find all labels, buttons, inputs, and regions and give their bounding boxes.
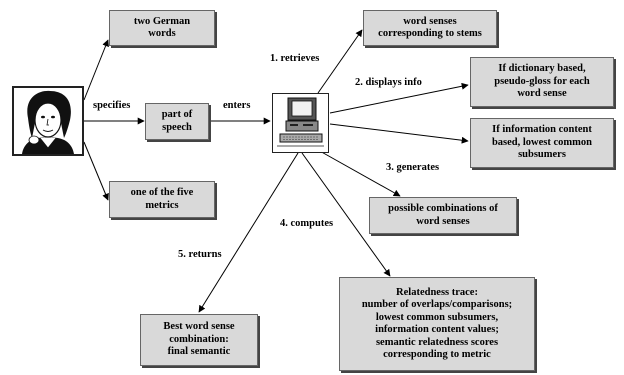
box-information-content-based: If information content based, lowest com…	[470, 118, 614, 168]
box-line: Relatedness trace:	[396, 286, 478, 298]
box-line: words	[148, 28, 176, 39]
arrow-computer-to-info-content	[329, 123, 469, 144]
arrow-computer-to-combinations	[317, 149, 401, 197]
box-line: information content values;	[375, 324, 499, 335]
label-generates: 3. generates	[386, 162, 440, 173]
box-line: possible combinations of	[388, 203, 498, 214]
arrow-computer-to-relatedness	[301, 152, 391, 277]
box-line: combination:	[169, 333, 229, 345]
box-line: semantic relatedness scores	[375, 336, 499, 348]
label-retrieves: 1. retrieves	[270, 53, 320, 64]
arrow-computer-to-best-combination	[198, 152, 299, 313]
label-returns: 5. returns	[178, 249, 222, 260]
box-line: subsumers	[518, 149, 566, 161]
arrow-person-to-five-metrics	[83, 141, 109, 201]
box-part-of-speech: part of speech	[145, 103, 209, 140]
box-line: number of overlaps/comparisons;	[361, 299, 513, 310]
box-line: lowest common subsumers,	[375, 311, 499, 323]
box-five-metrics: one of the five metrics	[109, 181, 215, 218]
label-enters: enters	[223, 100, 251, 111]
arrow-person-to-two-german-words	[83, 39, 109, 101]
box-best-word-sense-combination: Best word sense combination: final seman…	[140, 314, 258, 366]
box-line: one of the five	[130, 187, 194, 198]
box-line: pseudo-gloss for each	[494, 75, 590, 87]
box-line: If dictionary based,	[498, 63, 586, 75]
box-line: based, lowest common	[491, 136, 593, 148]
box-line: metrics	[145, 199, 179, 211]
box-line: word senses	[403, 15, 457, 27]
computer-icon	[272, 93, 329, 153]
box-line: corresponding to metric	[383, 349, 491, 360]
box-possible-combinations: possible combinations of word senses	[369, 197, 517, 234]
box-dictionary-based: If dictionary based, pseudo-gloss for ea…	[470, 57, 614, 107]
arrow-computer-to-word-senses	[317, 29, 363, 94]
label-computes: 4. computes	[280, 218, 334, 229]
box-line: If information content	[492, 124, 592, 136]
box-line: two German	[133, 15, 191, 27]
label-displays-info: 2. displays info	[355, 77, 422, 88]
box-line: final semantic	[167, 346, 231, 358]
arrow-computer-to-dictionary	[329, 82, 469, 114]
label-specifies: specifies	[93, 100, 131, 111]
person-portrait-icon	[12, 86, 84, 156]
box-line: corresponding to stems	[378, 28, 482, 39]
box-line: speech	[162, 121, 192, 133]
box-line: word senses	[416, 215, 470, 227]
box-line: part of	[161, 109, 193, 120]
box-line: word sense	[517, 88, 567, 100]
box-relatedness-trace: Relatedness trace: number of overlaps/co…	[339, 277, 535, 371]
box-two-german-words: two German words	[109, 10, 215, 46]
box-line: Best word sense	[163, 321, 235, 333]
box-word-senses: word senses corresponding to stems	[363, 10, 497, 46]
